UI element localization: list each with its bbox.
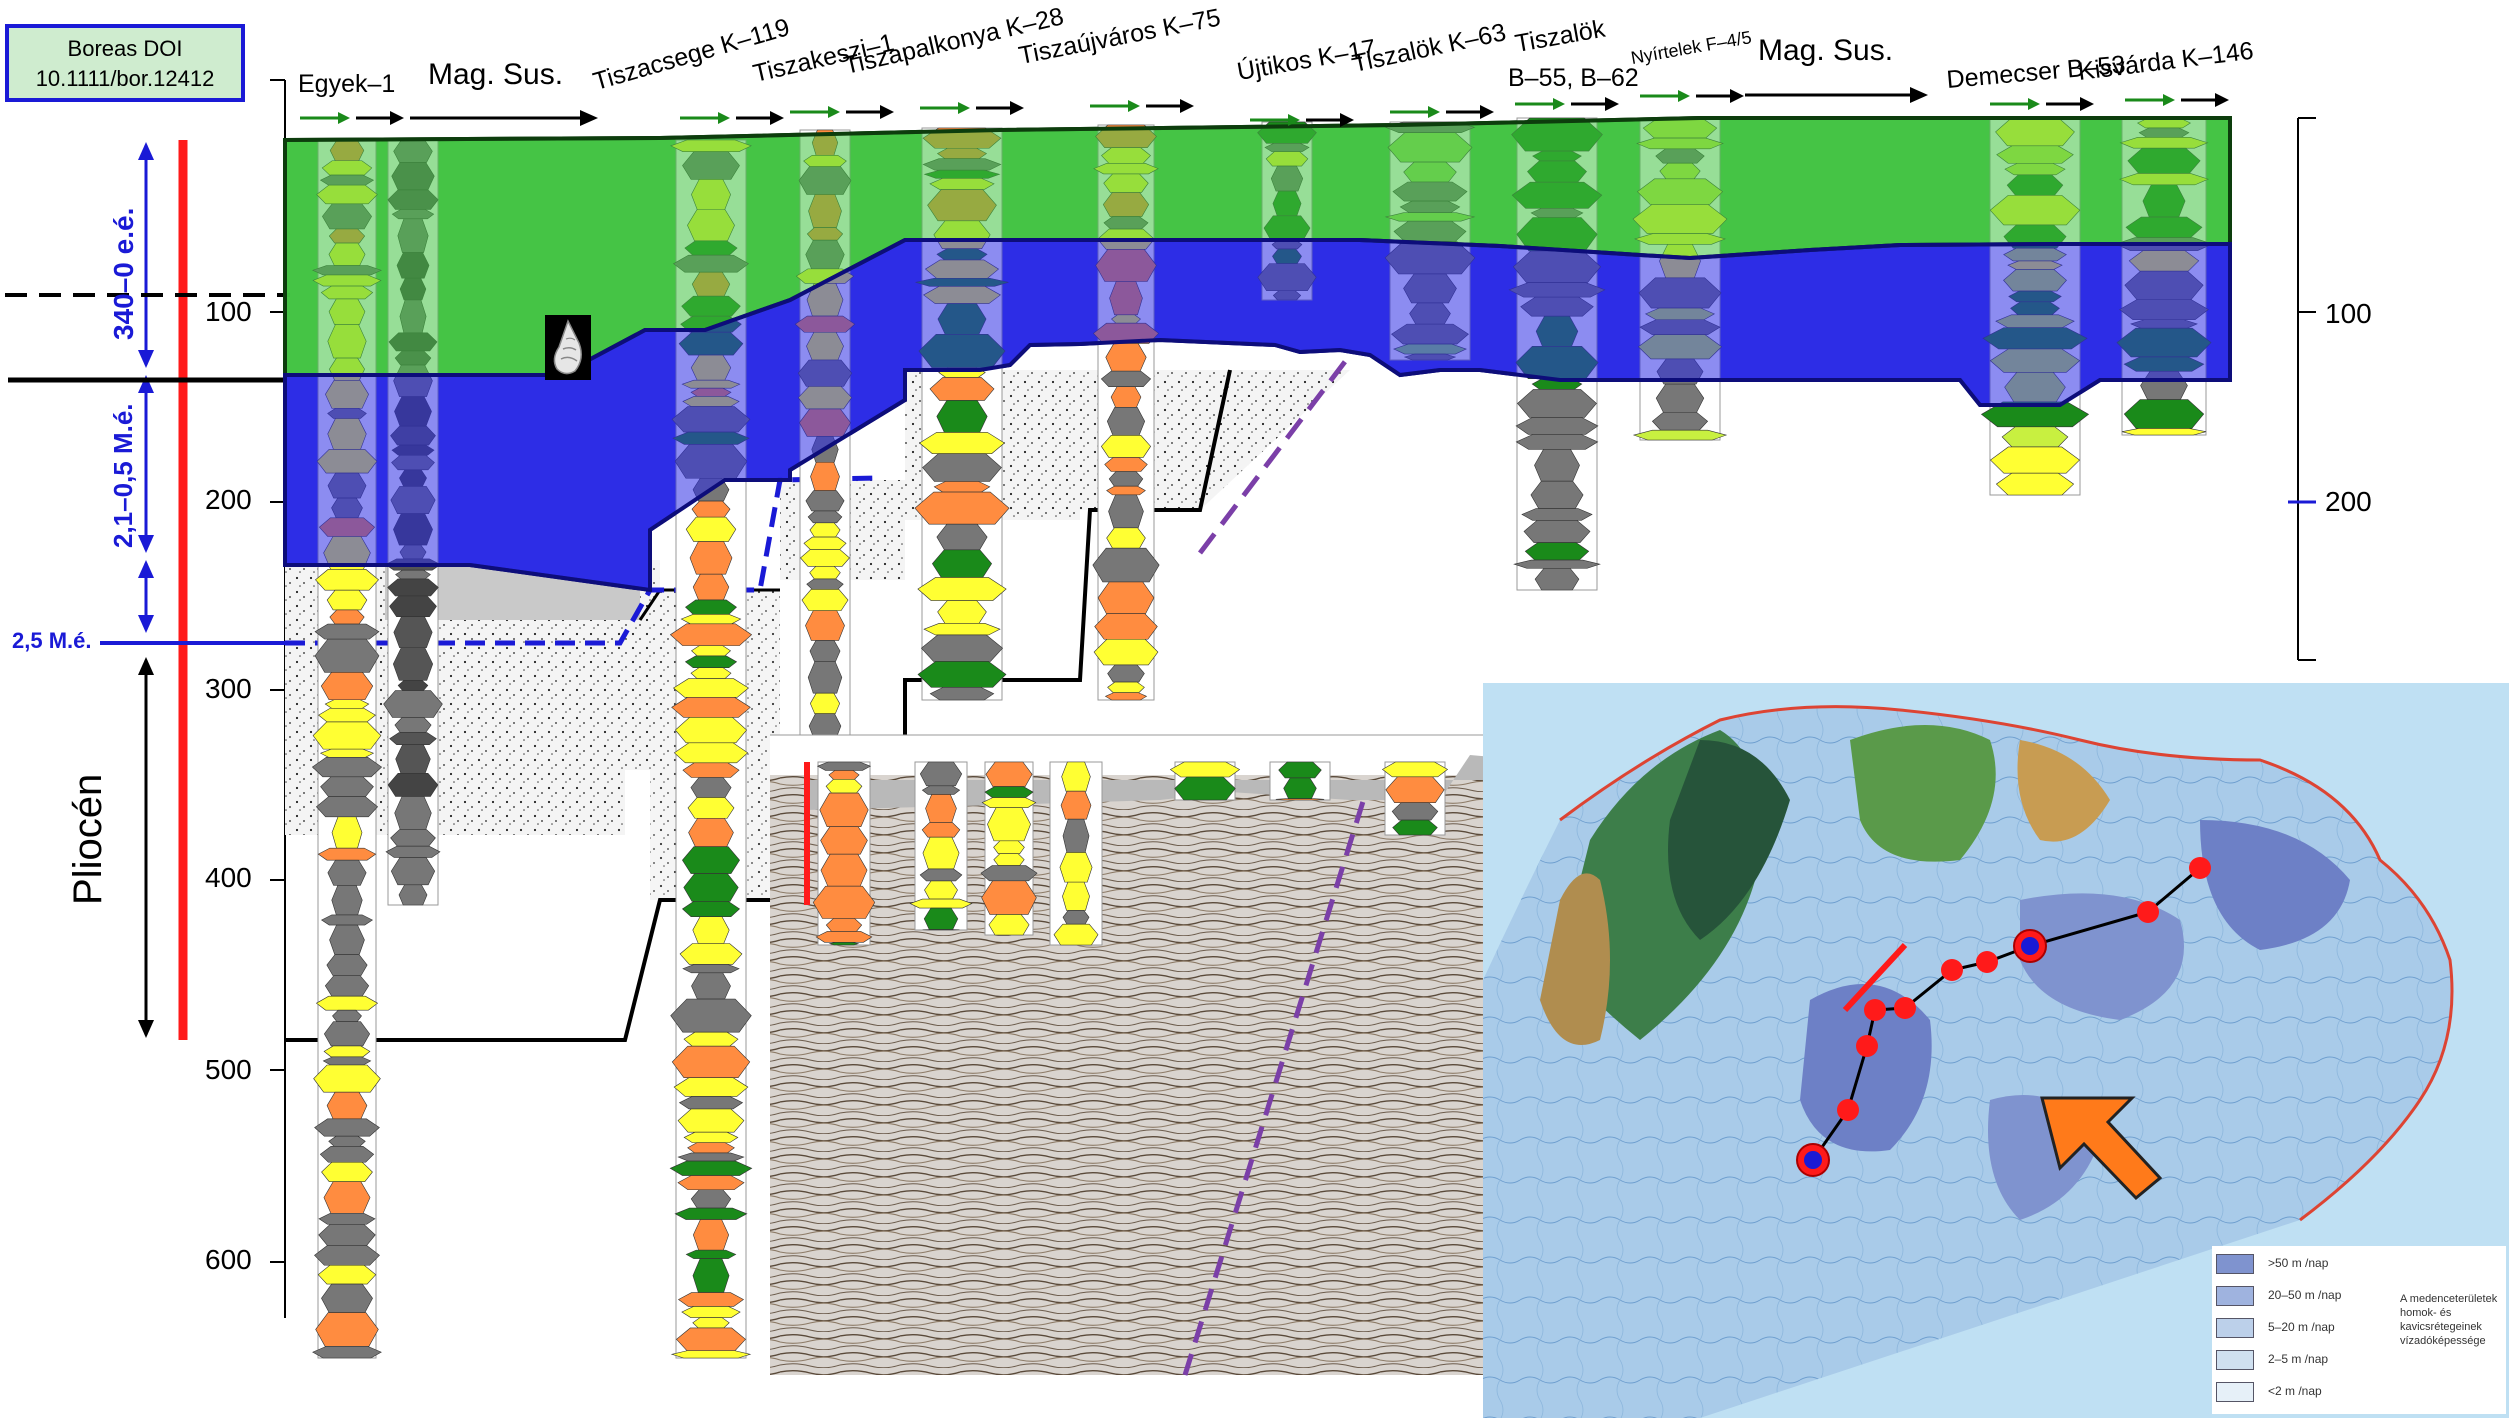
legend-row: <2 m /nap (2216, 1378, 2386, 1404)
well-label-egyek: Egyek–1 (298, 70, 396, 98)
legend-swatch (2216, 1350, 2254, 1370)
direction-arrow-icon (2125, 93, 2229, 107)
direction-arrow-icon (1090, 99, 1194, 113)
legend-note-line: homok- és (2400, 1307, 2452, 1319)
depth-label-100: 100 (205, 296, 252, 327)
mag-sus-label-1: Mag. Sus. (428, 58, 564, 91)
legend-label: 5–20 m /nap (2268, 1320, 2335, 1334)
inset-well-log (1169, 761, 1241, 801)
orange-flow-arrow-icon (2040, 1096, 2163, 1201)
direction-arrow-icon (1390, 105, 1494, 119)
legend-row: 20–50 m /nap (2216, 1282, 2386, 1308)
age-label-top: 340–0 e.é. (108, 207, 139, 340)
direction-arrow-icon (680, 111, 784, 125)
legend-note-line: A medenceterületek (2400, 1293, 2498, 1305)
inset-well-log (980, 761, 1038, 936)
mag-sus-label-2: Mag. Sus. (1758, 34, 1894, 67)
legend-label: 20–50 m /nap (2268, 1288, 2342, 1302)
right-depth-label-200: 200 (2325, 486, 2372, 517)
depth-label-300: 300 (205, 673, 252, 704)
doi-box: Boreas DOI 10.1111/bor.12412 (5, 24, 245, 102)
legend-swatch (2216, 1382, 2254, 1402)
direction-arrow-icon (1250, 113, 1354, 127)
inset-well-log (1269, 761, 1331, 801)
gastropod-shell-icon (545, 315, 591, 380)
well-log (311, 139, 383, 1359)
direction-arrow-icon (1515, 97, 1619, 111)
well-location-dot (1796, 1143, 1830, 1177)
legend-swatch (2216, 1254, 2254, 1274)
correlation-panel (283, 116, 2316, 1359)
depth-label-500: 500 (205, 1054, 252, 1085)
well-location-dot (2137, 901, 2159, 923)
depth-label-400: 400 (205, 862, 252, 893)
age-arrows (138, 142, 154, 1038)
well-location-dot (2189, 857, 2211, 879)
right-depth-label-100: 100 (2325, 298, 2372, 329)
doi-line-1: Boreas DOI (67, 36, 183, 61)
doi-line-2: 10.1111/bor.12412 (35, 66, 215, 91)
map-legend: >50 m /nap 20–50 m /nap 5–20 m /nap 2–5 … (2212, 1246, 2506, 1414)
legend-label: <2 m /nap (2268, 1384, 2322, 1398)
well-location-dot (1894, 997, 1916, 1019)
depth-label-200: 200 (205, 484, 252, 515)
well-location-dot (1856, 1035, 1878, 1057)
legend-label: >50 m /nap (2268, 1256, 2329, 1270)
legend-row: 2–5 m /nap (2216, 1346, 2386, 1372)
age-label-boundary: 2,5 M.é. (12, 628, 92, 653)
well-location-dot (2013, 929, 2047, 963)
direction-arrow-icon (920, 101, 1024, 115)
age-label-middle: 2,1–0,5 M.é. (108, 403, 138, 548)
legend-label: 2–5 m /nap (2268, 1352, 2329, 1366)
direction-arrow-icon (790, 105, 894, 119)
fault-line (1198, 353, 1352, 555)
legend-row: 5–20 m /nap (2216, 1314, 2386, 1340)
direction-arrow-icon (1640, 89, 1744, 103)
well-label-tiszalok-55-b: B–55, B–62 (1508, 64, 1639, 92)
left-depth-axis (270, 79, 286, 1318)
direction-arrow-icon (1990, 97, 2094, 111)
legend-row: >50 m /nap (2216, 1250, 2386, 1276)
legend-swatch (2216, 1318, 2254, 1338)
inset-well-log (1049, 761, 1103, 946)
direction-arrow-icon (300, 111, 404, 125)
depth-label-600: 600 (205, 1244, 252, 1275)
legend-note-line: vízadóképessége (2400, 1335, 2486, 1347)
well-location-dot (1837, 1099, 1859, 1121)
well-location-dot (1864, 999, 1886, 1021)
well-location-dot (1941, 959, 1963, 981)
blue-unit-overlay (283, 238, 2232, 593)
age-label-pliocene: Pliocén (66, 773, 110, 905)
legend-swatch (2216, 1286, 2254, 1306)
seismic-section-inset (770, 734, 1526, 1376)
inset-well-log (909, 761, 973, 931)
legend-note: A medenceterületek homok- és kavicsréteg… (2400, 1292, 2504, 1348)
inset-well-log (812, 761, 876, 946)
legend-note-line: kavicsrétegeinek (2400, 1321, 2482, 1333)
inset-well-log (1381, 761, 1449, 836)
mag-sus-arrows (410, 87, 1928, 126)
well-location-dot (1976, 951, 1998, 973)
